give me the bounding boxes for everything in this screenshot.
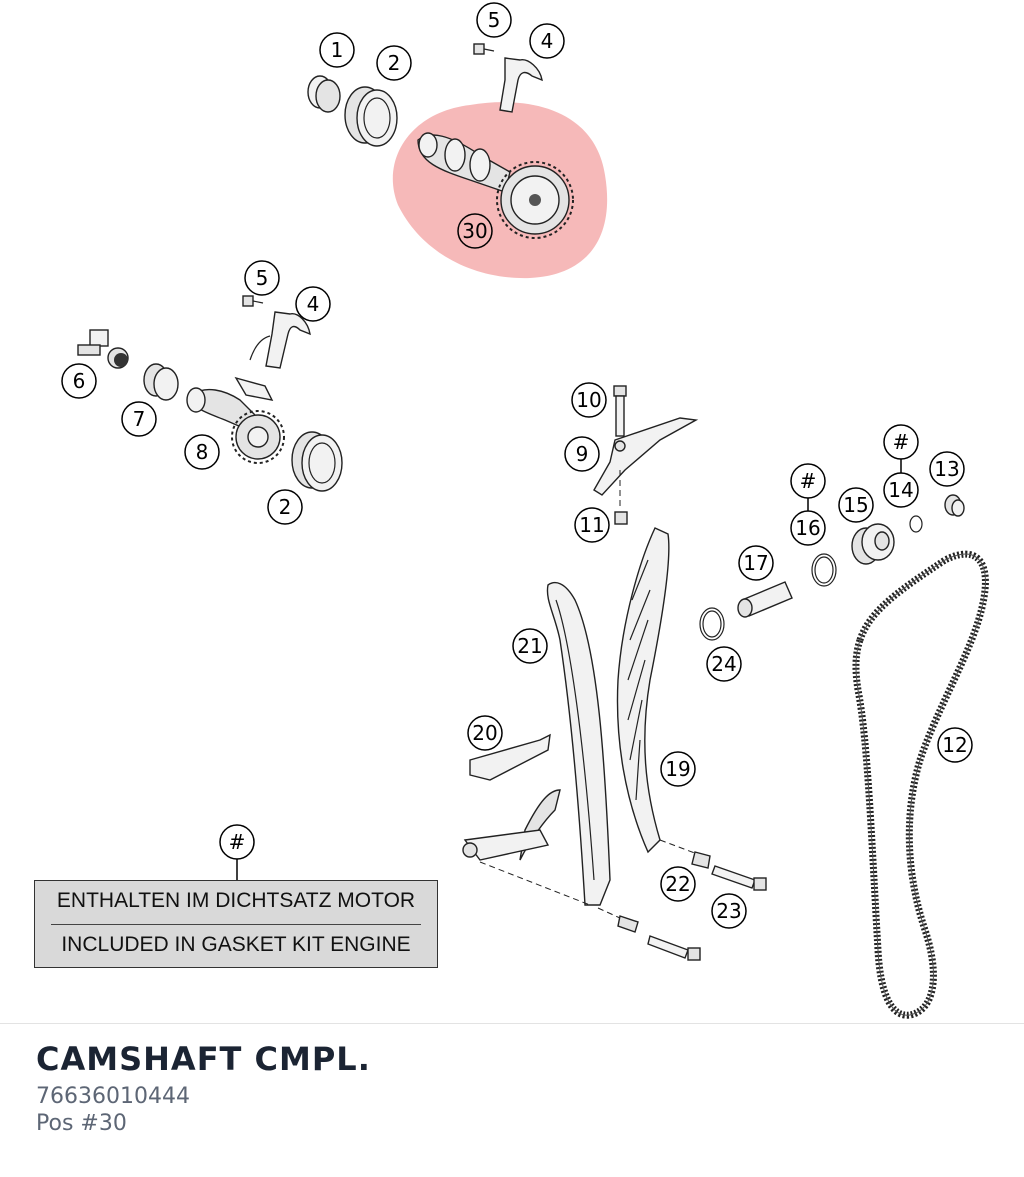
callout-10[interactable]: 10 — [571, 382, 607, 418]
callout-17-label: 17 — [743, 551, 768, 575]
camshaft-8[interactable] — [186, 376, 285, 464]
part-position: Pos #30 — [36, 1111, 127, 1136]
callout-8[interactable]: 8 — [184, 434, 220, 470]
callout-6[interactable]: 6 — [61, 363, 97, 399]
callout-24[interactable]: 24 — [706, 646, 742, 682]
guide-rail-19[interactable] — [616, 527, 670, 854]
callout-13-label: 13 — [934, 457, 959, 481]
nut-11[interactable] — [614, 470, 628, 525]
timing-chain-12[interactable] — [852, 550, 989, 1019]
bearing-7[interactable] — [143, 363, 179, 401]
oil-guide-20[interactable] — [462, 733, 561, 861]
seal-ring-24[interactable] — [699, 607, 725, 641]
callout-21-label: 21 — [517, 634, 542, 658]
seal-ring-16[interactable] — [811, 553, 837, 587]
callout-15-label: 15 — [843, 493, 868, 517]
legend-english-text: INCLUDED IN GASKET KIT ENGINE — [61, 933, 411, 956]
tensioner-housing-15[interactable] — [851, 523, 895, 565]
bracket-4-left[interactable] — [249, 311, 311, 369]
bracket-4-top[interactable] — [499, 57, 543, 113]
callout-14-hash[interactable]: # — [883, 424, 919, 460]
callout-7-label: 7 — [133, 407, 146, 431]
callout-7[interactable]: 7 — [121, 401, 157, 437]
camshaft-30[interactable] — [417, 132, 574, 239]
callout-16[interactable]: 16 — [790, 510, 826, 546]
callout-22-label: 22 — [665, 872, 690, 896]
callout-16-hash[interactable]: # — [790, 463, 826, 499]
callout-8-label: 8 — [196, 440, 209, 464]
callout-5-top[interactable]: 5 — [476, 2, 512, 38]
callout-14-hash-label: # — [893, 430, 910, 454]
callout-20-label: 20 — [472, 721, 497, 745]
washer-13[interactable] — [944, 494, 965, 517]
exploded-parts-diagram: 1 2 5 4 30 5 4 6 7 8 2 10 9 11 # 16 # 14… — [61, 2, 989, 1019]
callout-17[interactable]: 17 — [738, 545, 774, 581]
gasket-kit-legend: ENTHALTEN IM DICHTSATZ MOTOR INCLUDED IN… — [34, 880, 438, 968]
callout-9[interactable]: 9 — [564, 436, 600, 472]
callout-9-label: 9 — [576, 442, 589, 466]
callout-legend-hash-label: # — [229, 830, 246, 854]
callout-4-left-label: 4 — [307, 292, 320, 316]
tensioner-rail-21[interactable] — [546, 582, 611, 906]
callout-30[interactable]: 30 — [457, 213, 493, 249]
callout-16-label: 16 — [795, 516, 820, 540]
bearing-2-top[interactable] — [344, 86, 398, 147]
legend-divider — [51, 924, 421, 925]
callout-2-left[interactable]: 2 — [267, 489, 303, 525]
callout-19[interactable]: 19 — [660, 751, 696, 787]
callout-20[interactable]: 20 — [467, 715, 503, 751]
callout-2-left-label: 2 — [279, 495, 292, 519]
callout-11[interactable]: 11 — [574, 507, 610, 543]
callout-14-label: 14 — [888, 478, 913, 502]
part-number[interactable]: 76636010444 — [36, 1084, 190, 1109]
callout-11-label: 11 — [579, 513, 604, 537]
callout-1[interactable]: 1 — [319, 32, 355, 68]
callout-6-label: 6 — [73, 369, 86, 393]
bearing-2-left[interactable] — [291, 431, 343, 492]
bolt-5-left[interactable] — [242, 295, 264, 307]
legend-german-text: ENTHALTEN IM DICHTSATZ MOTOR — [56, 889, 416, 912]
bolt-10[interactable] — [613, 385, 627, 437]
callout-5-left-label: 5 — [256, 266, 269, 290]
callout-5-left[interactable]: 5 — [244, 260, 280, 296]
callout-4-left[interactable]: 4 — [295, 286, 331, 322]
callout-4-label: 4 — [541, 29, 554, 53]
callout-14[interactable]: 14 — [883, 472, 919, 508]
callout-legend-hash[interactable]: # — [219, 824, 255, 860]
callout-22[interactable]: 22 — [660, 866, 696, 902]
callout-5-label: 5 — [488, 8, 501, 32]
callout-10-label: 10 — [576, 388, 601, 412]
callout-13[interactable]: 13 — [929, 451, 965, 487]
sleeve-22[interactable] — [597, 839, 711, 933]
part-info: CAMSHAFT CMPL. 76636010444 Pos #30 — [36, 1040, 371, 1136]
guide-rail-9[interactable] — [593, 417, 699, 496]
callout-23[interactable]: 23 — [711, 893, 747, 929]
callout-4-top[interactable]: 4 — [529, 23, 565, 59]
bearing-1[interactable] — [307, 75, 341, 113]
callout-2-top[interactable]: 2 — [376, 45, 412, 81]
callout-30-label: 30 — [462, 219, 487, 243]
ring-14[interactable] — [909, 515, 923, 533]
callout-15[interactable]: 15 — [838, 487, 874, 523]
tensioner-piston-17[interactable] — [737, 581, 793, 618]
callout-2-label: 2 — [388, 51, 401, 75]
callout-21[interactable]: 21 — [512, 628, 548, 664]
part-title: CAMSHAFT CMPL. — [36, 1040, 371, 1078]
bolt-23[interactable] — [647, 865, 767, 961]
sensor-6[interactable] — [77, 329, 129, 369]
callout-23-label: 23 — [716, 899, 741, 923]
callout-12[interactable]: 12 — [937, 727, 973, 763]
footer-divider — [0, 1023, 1024, 1024]
bolt-5-top[interactable] — [473, 43, 495, 55]
callout-12-label: 12 — [942, 733, 967, 757]
callout-16-hash-label: # — [800, 469, 817, 493]
callout-19-label: 19 — [665, 757, 690, 781]
callout-1-label: 1 — [331, 38, 344, 62]
callout-24-label: 24 — [711, 652, 736, 676]
